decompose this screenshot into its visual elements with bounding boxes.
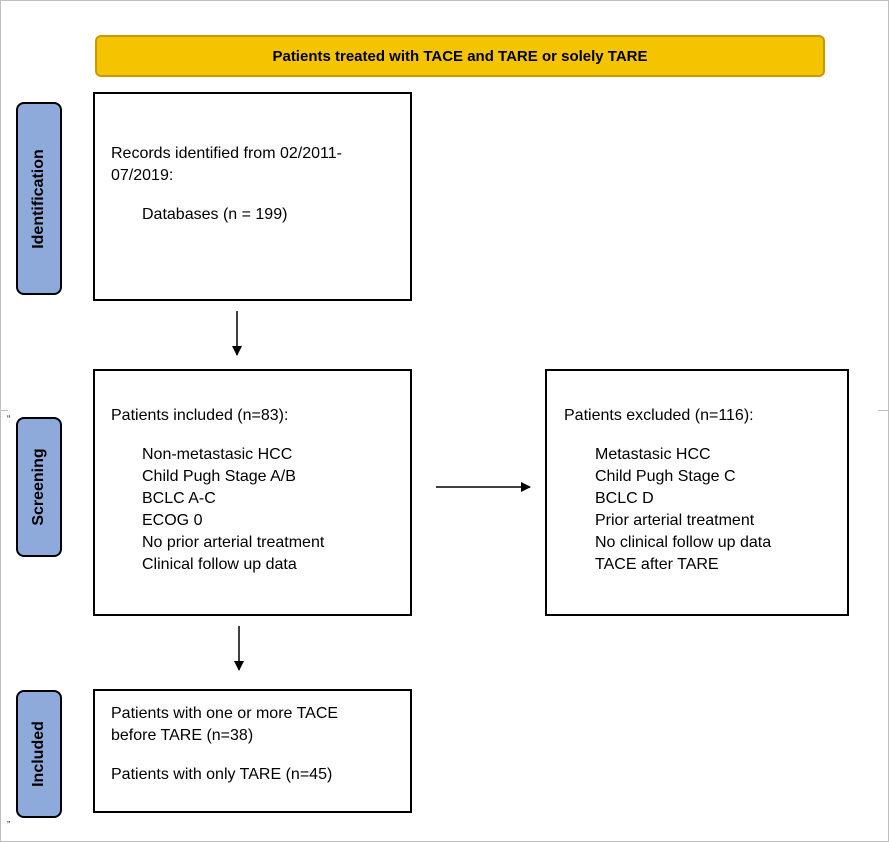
records-line-2: 07/2019: — [111, 167, 174, 184]
excluded-criterion: Metastasic HCC — [595, 446, 711, 463]
phase-identification: Identification — [16, 102, 62, 295]
phase-screening: Screening — [16, 417, 62, 557]
included-criteria: Non-metastasic HCC Child Pugh Stage A/B … — [111, 444, 410, 576]
excluded-title: Patients excluded (n=116): — [564, 407, 754, 424]
included-criterion: Non-metastasic HCC — [142, 446, 293, 463]
included-criterion: BCLC A-C — [142, 490, 216, 507]
final-box: Patients with one or more TACE before TA… — [93, 689, 412, 813]
header-banner: Patients treated with TACE and TARE or s… — [95, 35, 825, 77]
excluded-criterion: TACE after TARE — [595, 556, 719, 573]
open-quote-mark: “ — [7, 414, 11, 425]
header-title: Patients treated with TACE and TARE or s… — [272, 47, 648, 65]
final-line-2: before TARE (n=38) — [111, 727, 254, 744]
excluded-box: Patients excluded (n=116): Metastasic HC… — [545, 369, 849, 616]
records-databases: Databases (n = 199) — [142, 206, 288, 223]
excluded-criterion: No clinical follow up data — [595, 534, 772, 551]
included-criterion: Clinical follow up data — [142, 556, 297, 573]
divider-right — [878, 410, 888, 411]
excluded-criterion: Prior arterial treatment — [595, 512, 755, 529]
included-criterion: ECOG 0 — [142, 512, 203, 529]
included-title: Patients included (n=83): — [111, 407, 289, 424]
final-line-1: Patients with one or more TACE — [111, 705, 339, 722]
excluded-criteria: Metastasic HCC Child Pugh Stage C BCLC D… — [564, 444, 847, 576]
records-box: Records identified from 02/2011- 07/2019… — [93, 92, 412, 301]
phase-included: Included — [16, 690, 62, 818]
included-criterion: No prior arterial treatment — [142, 534, 325, 551]
records-line-1: Records identified from 02/2011- — [111, 145, 342, 162]
close-quote-mark: ” — [7, 820, 11, 831]
divider-left — [0, 410, 8, 411]
included-box: Patients included (n=83): Non-metastasic… — [93, 369, 412, 616]
final-only-tare: Patients with only TARE (n=45) — [111, 766, 333, 783]
excluded-criterion: BCLC D — [595, 490, 654, 507]
excluded-criterion: Child Pugh Stage C — [595, 468, 736, 485]
included-criterion: Child Pugh Stage A/B — [142, 468, 296, 485]
